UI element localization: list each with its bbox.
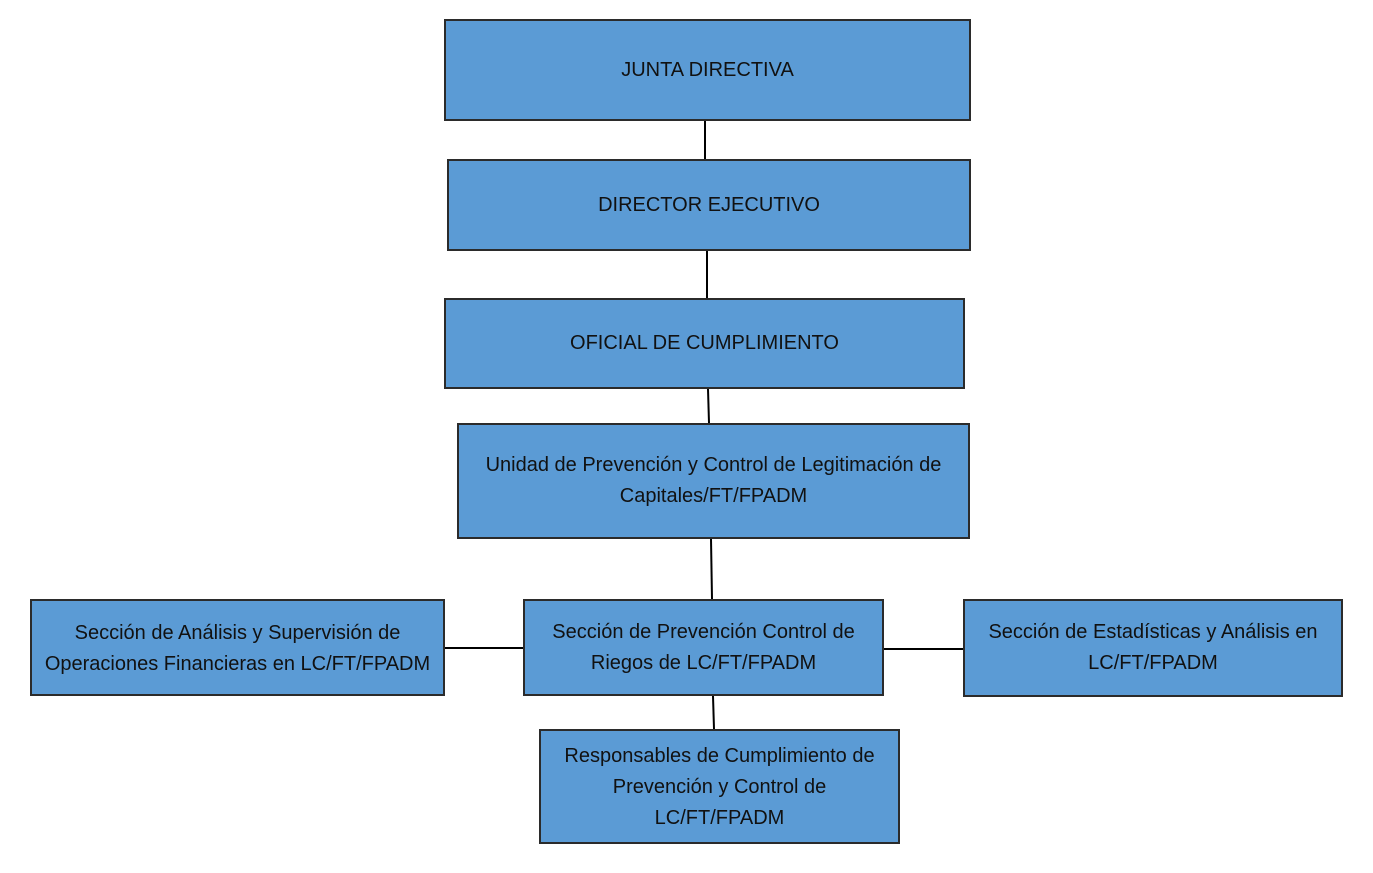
- connector-oficial-unidad: [707, 388, 710, 424]
- node-unidad-prevencion-control-label: Unidad de Prevención y Control de Legiti…: [485, 454, 942, 507]
- node-seccion-estadisticas-analisis-label: Sección de Estadísticas y Análisis en LC…: [988, 621, 1318, 674]
- node-seccion-prevencion-control: Sección de Prevención Control de Riegos …: [523, 599, 884, 696]
- node-seccion-analisis-supervision: Sección de Análisis y Supervisión de Ope…: [30, 599, 445, 696]
- node-unidad-prevencion-control: Unidad de Prevención y Control de Legiti…: [457, 423, 970, 539]
- node-responsables-cumplimiento-label: Responsables de Cumplimiento de Prevenci…: [564, 745, 875, 829]
- node-director-ejecutivo: DIRECTOR EJECUTIVO: [447, 159, 971, 251]
- node-seccion-estadisticas-analisis: Sección de Estadísticas y Análisis en LC…: [963, 599, 1343, 697]
- node-seccion-analisis-supervision-label: Sección de Análisis y Supervisión de Ope…: [44, 621, 431, 675]
- node-junta-directiva: JUNTA DIRECTIVA: [444, 19, 971, 121]
- node-responsables-cumplimiento: Responsables de Cumplimiento de Prevenci…: [539, 729, 900, 844]
- connector-unidad-prevencion: [710, 538, 713, 600]
- node-seccion-prevencion-control-label: Sección de Prevención Control de Riegos …: [552, 620, 855, 674]
- node-director-ejecutivo-label: DIRECTOR EJECUTIVO: [598, 193, 820, 216]
- connector-prevencion-responsables: [712, 695, 715, 730]
- node-oficial-de-cumplimiento: OFICIAL DE CUMPLIMIENTO: [444, 298, 965, 389]
- node-junta-directiva-label: JUNTA DIRECTIVA: [621, 58, 794, 81]
- node-oficial-de-cumplimiento-label: OFICIAL DE CUMPLIMIENTO: [570, 332, 839, 354]
